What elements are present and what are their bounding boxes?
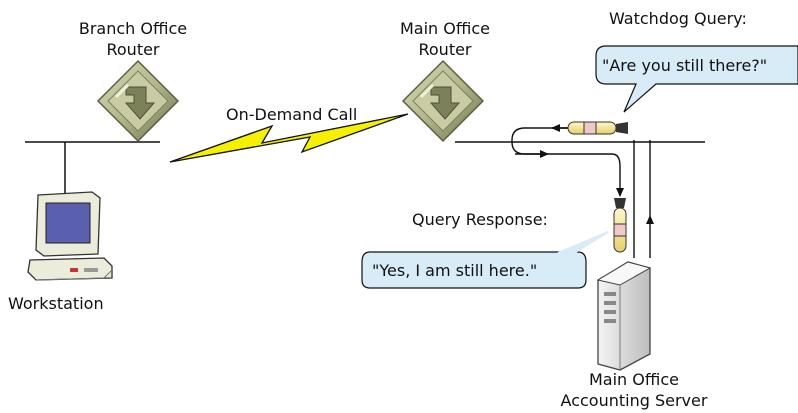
workstation-icon — [27, 191, 113, 281]
workstation-label: Workstation — [8, 294, 104, 313]
on-demand-call-label: On-Demand Call — [226, 105, 357, 124]
lightning-icon — [169, 113, 409, 163]
server-label-line2: Accounting Server — [561, 391, 708, 410]
branch-router-icon — [96, 59, 180, 143]
watchdog-query-label: Watchdog Query: — [609, 9, 747, 28]
main-router-label-line1: Main Office — [400, 19, 490, 38]
response-packet-icon — [613, 198, 627, 253]
response-bubble: "Yes, I am still here." — [361, 231, 609, 289]
main-router-icon — [401, 59, 485, 143]
watchdog-bubble: "Are you still there?" — [595, 45, 798, 113]
response-bubble-text: "Yes, I am still here." — [372, 261, 537, 280]
branch-router-label-line2: Router — [106, 40, 159, 59]
server-icon — [596, 261, 652, 371]
query-response-label: Query Response: — [412, 210, 548, 229]
watchdog-bubble-text: "Are you still there?" — [602, 56, 767, 75]
flow-paths — [511, 124, 654, 258]
server-label-line1: Main Office — [589, 370, 679, 389]
branch-router-label-line1: Branch Office — [79, 19, 187, 38]
watchdog-packet-icon — [567, 121, 628, 135]
main-router-label-line2: Router — [418, 40, 471, 59]
